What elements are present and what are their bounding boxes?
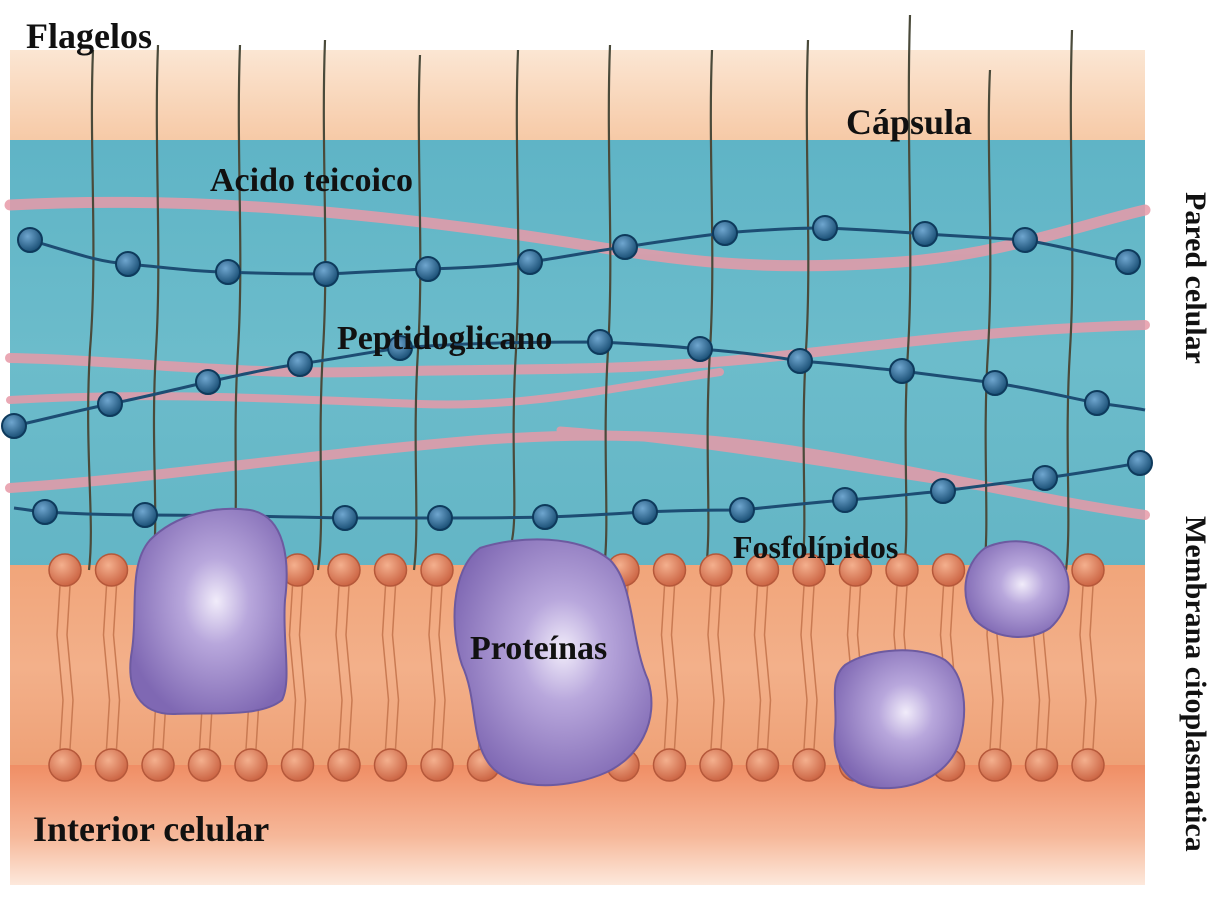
peptidoglycan-bead [788, 349, 812, 373]
peptidoglycan-bead [428, 506, 452, 530]
peptidoglycan-bead [98, 392, 122, 416]
phospholipid-head [700, 749, 732, 781]
phospholipid-head [1072, 554, 1104, 586]
label-flagelos: Flagelos [26, 18, 152, 54]
capsule-layer [10, 50, 1145, 145]
phospholipid-head [49, 749, 81, 781]
label-fosfolipidos: Fosfolípidos [733, 531, 898, 563]
membrane-protein [965, 541, 1068, 637]
peptidoglycan-bead [688, 337, 712, 361]
label-acido-teicoico: Acido teicoico [210, 164, 413, 198]
peptidoglycan-bead [730, 498, 754, 522]
peptidoglycan-bead [713, 221, 737, 245]
peptidoglycan-bead [1033, 466, 1057, 490]
peptidoglycan-bead [196, 370, 220, 394]
phospholipid-head [375, 554, 407, 586]
peptidoglycan-bead [216, 260, 240, 284]
phospholipid-head [979, 749, 1011, 781]
peptidoglycan-bead [33, 500, 57, 524]
phospholipid-head [1072, 749, 1104, 781]
phospholipid-head [747, 749, 779, 781]
label-proteinas: Proteínas [470, 632, 607, 666]
peptidoglycan-bead [983, 371, 1007, 395]
peptidoglycan-bead [288, 352, 312, 376]
membrane-protein [835, 650, 965, 788]
peptidoglycan-bead [518, 250, 542, 274]
label-membrana-citoplasmatica: Membrana citoplasmatica [1180, 516, 1210, 852]
peptidoglycan-bead [890, 359, 914, 383]
peptidoglycan-bead [913, 222, 937, 246]
phospholipid-head [328, 749, 360, 781]
peptidoglycan-bead [613, 235, 637, 259]
phospholipid-head [700, 554, 732, 586]
membrane-protein [130, 509, 286, 714]
phospholipid-head [328, 554, 360, 586]
phospholipid-head [96, 749, 128, 781]
phospholipid-head [49, 554, 81, 586]
phospholipid-head [282, 749, 314, 781]
peptidoglycan-bead [18, 228, 42, 252]
phospholipid-head [793, 749, 825, 781]
phospholipid-head [142, 749, 174, 781]
peptidoglycan-bead [533, 505, 557, 529]
label-interior-celular: Interior celular [33, 811, 269, 847]
phospholipid-head [933, 554, 965, 586]
label-peptidoglicano: Peptidoglicano [337, 322, 552, 356]
peptidoglycan-bead [588, 330, 612, 354]
peptidoglycan-bead [813, 216, 837, 240]
label-pared-celular: Pared celular [1180, 192, 1210, 364]
peptidoglycan-bead [314, 262, 338, 286]
phospholipid-head [96, 554, 128, 586]
peptidoglycan-bead [1085, 391, 1109, 415]
peptidoglycan-bead [116, 252, 140, 276]
peptidoglycan-bead [1116, 250, 1140, 274]
peptidoglycan-bead [2, 414, 26, 438]
peptidoglycan-bead [1128, 451, 1152, 475]
peptidoglycan-bead [833, 488, 857, 512]
peptidoglycan-bead [416, 257, 440, 281]
label-capsula: Cápsula [846, 104, 972, 140]
peptidoglycan-bead [333, 506, 357, 530]
phospholipid-head [235, 749, 267, 781]
peptidoglycan-bead [133, 503, 157, 527]
phospholipid-head [654, 749, 686, 781]
phospholipid-head [421, 749, 453, 781]
peptidoglycan-bead [633, 500, 657, 524]
phospholipid-head [421, 554, 453, 586]
phospholipid-head [375, 749, 407, 781]
phospholipid-head [654, 554, 686, 586]
peptidoglycan-bead [1013, 228, 1037, 252]
peptidoglycan-bead [931, 479, 955, 503]
phospholipid-head [1026, 749, 1058, 781]
phospholipid-head [189, 749, 221, 781]
